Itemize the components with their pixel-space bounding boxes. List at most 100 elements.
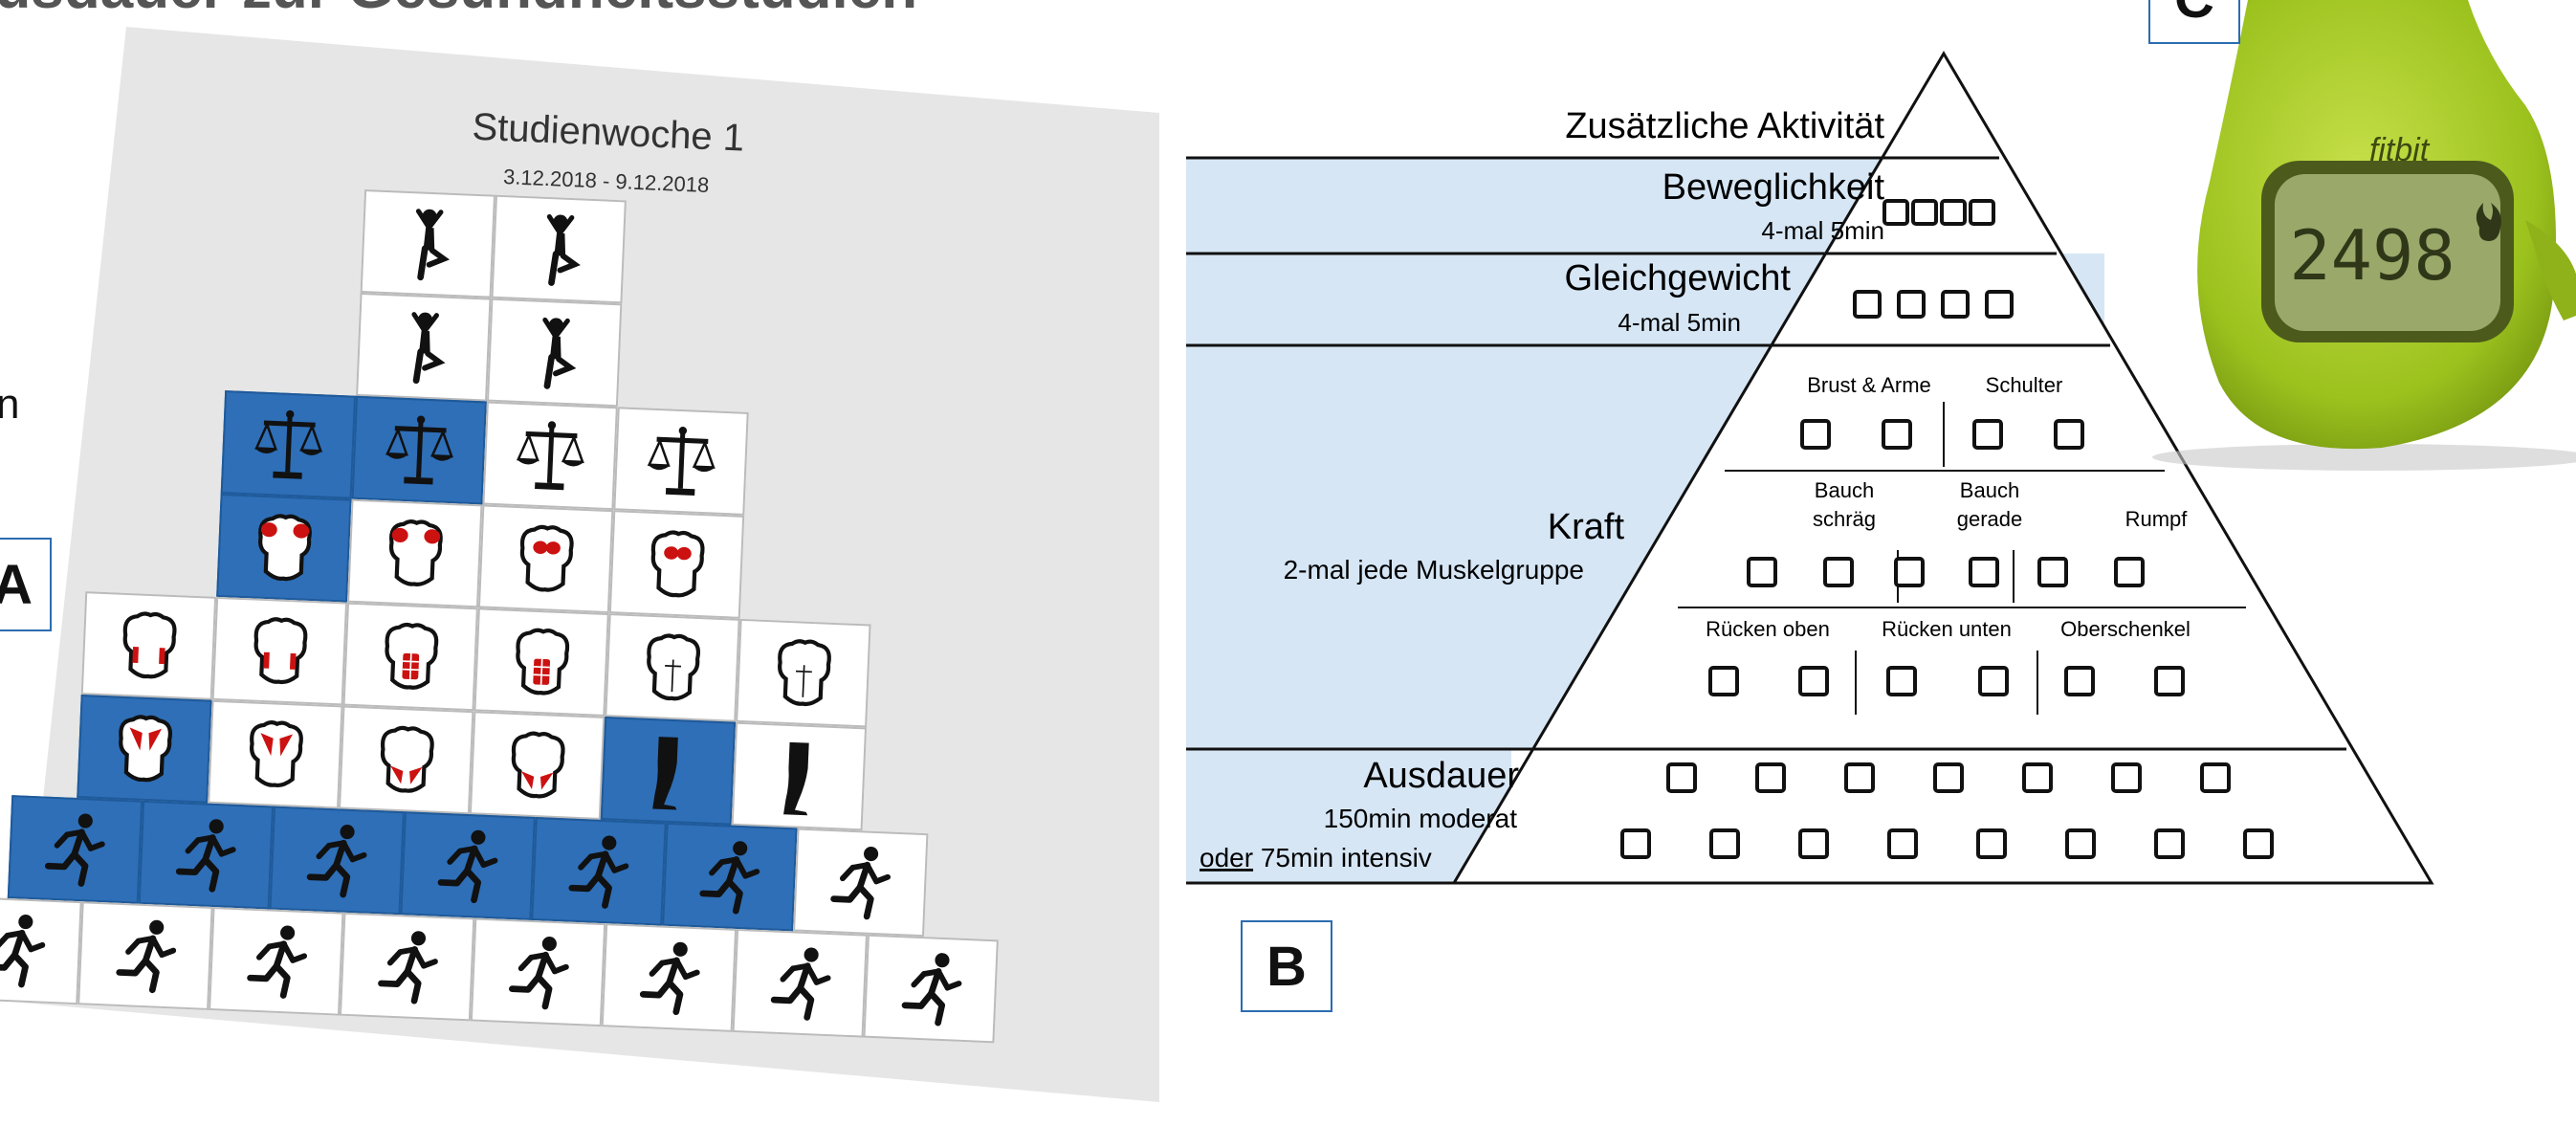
activity-tile[interactable] [360,188,496,298]
tree-pose-icon [415,209,450,281]
checkbox[interactable] [2065,828,2096,859]
runner-icon [639,941,700,1016]
checkbox[interactable] [1933,762,1964,793]
fitbit-brand: fitbit [2369,132,2431,168]
checkbox[interactable] [1887,828,1918,859]
activity-tile[interactable] [613,407,749,516]
activity-tile[interactable] [347,498,483,608]
runner-icon [508,936,569,1010]
cropped-heading: ausdauer zur Gesundheitsstudien [0,0,917,22]
activity-tile[interactable] [863,934,999,1044]
checkbox[interactable] [1844,762,1875,793]
checkbox[interactable] [1911,199,1938,226]
checkbox[interactable] [1972,419,2003,450]
activity-tile[interactable] [138,800,274,910]
torso-chest-icon [650,530,705,598]
beweglichkeit-title: Beweglichkeit [1662,167,1885,208]
activity-tile[interactable] [477,504,614,614]
checkbox[interactable] [1747,557,1777,587]
leg-icon [782,741,809,816]
checkbox[interactable] [1882,199,1909,226]
checkbox[interactable] [1894,557,1925,587]
checkbox[interactable] [1882,419,1912,450]
checkbox[interactable] [1708,666,1739,696]
checkbox[interactable] [2064,666,2095,696]
checkbox[interactable] [2037,557,2068,587]
checkbox[interactable] [2054,419,2084,450]
torso-upper-back-icon [249,720,303,787]
checkbox[interactable] [1941,290,1970,319]
activity-tile[interactable] [77,695,212,804]
checkbox[interactable] [1969,557,1999,587]
checkbox[interactable] [1985,290,2014,319]
checkbox[interactable] [1897,290,1926,319]
checkbox[interactable] [2200,762,2231,793]
checkbox[interactable] [2243,828,2274,859]
activity-tile[interactable] [661,822,798,932]
checkbox[interactable] [1798,828,1829,859]
activity-tile[interactable] [470,917,606,1027]
activity-tile[interactable] [216,493,352,603]
checkbox[interactable] [1823,557,1854,587]
activity-tile[interactable] [208,699,343,809]
activity-tile[interactable] [211,596,348,706]
activity-tile[interactable] [491,194,627,304]
checkbox[interactable] [1620,828,1651,859]
activity-tile[interactable] [482,401,618,511]
activity-tile[interactable] [601,923,738,1032]
checkbox[interactable] [2114,557,2145,587]
checkbox[interactable] [1969,199,1995,226]
activity-tile[interactable] [605,613,740,722]
checkbox[interactable] [1709,828,1740,859]
panel-label-b: B [1241,920,1332,1012]
checkbox[interactable] [1666,762,1697,793]
runner-icon [246,925,307,999]
checkbox[interactable] [1976,828,2007,859]
checkbox[interactable] [1798,666,1829,696]
activity-tile[interactable] [530,817,667,926]
activity-tile[interactable] [351,395,487,505]
activity-tile[interactable] [80,591,217,700]
checkbox[interactable] [1755,762,1786,793]
activity-tile[interactable] [0,895,82,1005]
checkbox[interactable] [2154,666,2185,696]
checkbox[interactable] [1940,199,1967,226]
checkbox[interactable] [1853,290,1882,319]
activity-tile[interactable] [342,602,478,712]
runner-icon [437,829,498,904]
activity-tile[interactable] [731,721,868,831]
checkbox[interactable] [1800,419,1831,450]
panel-label-a: A [0,538,52,631]
activity-tile[interactable] [608,510,745,619]
checkbox[interactable] [2022,762,2053,793]
activity-tile[interactable] [269,806,405,916]
activity-tile[interactable] [338,705,474,815]
checkbox[interactable] [1886,666,1917,696]
activity-tile[interactable] [473,607,609,717]
activity-tile[interactable] [339,912,475,1022]
torso-shoulders-icon [388,519,443,586]
runner-icon [830,846,892,920]
checkbox[interactable] [2111,762,2142,793]
activity-tile[interactable] [469,711,605,820]
activity-tile[interactable] [399,811,536,920]
activity-tile[interactable] [7,795,143,904]
runner-icon [0,915,45,988]
activity-tile[interactable] [486,298,623,408]
activity-tile[interactable] [600,716,737,826]
activity-tile[interactable] [220,390,357,499]
gleichgewicht-title: Gleichgewicht [1564,258,1791,298]
fitbit-step-count: 2498 [2289,215,2455,296]
checkbox[interactable] [1978,666,2009,696]
balance-scale-icon [516,421,584,491]
activity-tile[interactable] [209,907,344,1016]
torso-oblique-icon [122,611,177,679]
activity-tile[interactable] [736,618,871,728]
activity-tile[interactable] [792,828,928,938]
checkbox[interactable] [2154,828,2185,859]
runner-icon [44,813,105,887]
activity-tile[interactable] [732,928,868,1038]
activity-tile[interactable] [356,292,492,402]
activity-tile[interactable] [77,901,213,1010]
flame-icon [2476,203,2501,241]
